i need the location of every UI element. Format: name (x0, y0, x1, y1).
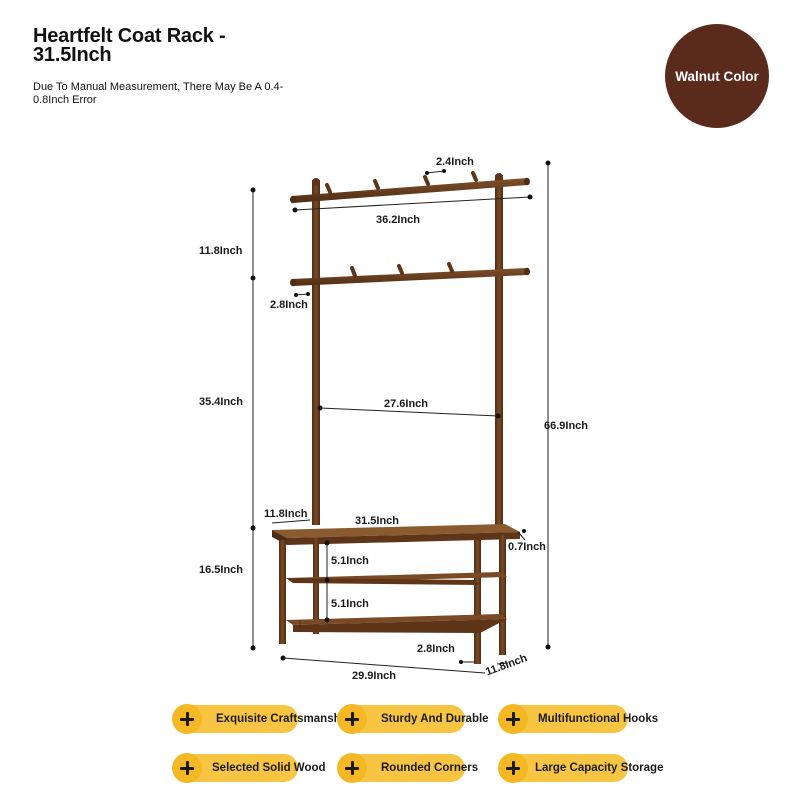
plus-icon (498, 753, 528, 783)
measurement-note: Due To Manual Measurement, There May Be … (33, 81, 284, 106)
feature-large-capacity-storage: Large Capacity Storage (498, 753, 663, 783)
middle-bar (290, 267, 530, 287)
middle-hooks (350, 262, 454, 278)
dim-middle-section-height: 35.4Inch (199, 396, 244, 408)
product-title: Heartfelt Coat Rack - 31.5Inch (33, 25, 226, 66)
feature-label: Selected Solid Wood (212, 762, 326, 774)
dim-shelf-gap-1: 5.1Inch (331, 555, 369, 567)
rack-posts (312, 173, 503, 525)
feature-label: Exquisite Craftsmanship (216, 713, 351, 725)
top-bar (290, 177, 530, 204)
color-badge-label: Walnut Color (675, 68, 759, 84)
dim-hook-spacing: 2.4Inch (436, 156, 474, 168)
dim-bench-height: 16.5Inch (199, 564, 244, 576)
color-badge: Walnut Color (665, 24, 769, 128)
dim-hook-length: 2.8Inch (270, 299, 308, 311)
dim-top-section-height: 11.8Inch (199, 245, 243, 257)
feature-label: Rounded Corners (381, 762, 479, 774)
plus-icon (172, 753, 202, 783)
dim-shelf-gap-2: 5.1Inch (331, 598, 369, 610)
dim-bench-thickness: 0.7Inch (508, 541, 546, 553)
top-hooks (325, 171, 478, 194)
plus-icon (337, 704, 367, 734)
feature-rounded-corners: Rounded Corners (337, 753, 478, 783)
bench (272, 524, 520, 664)
feature-sturdy-and-durable: Sturdy And Durable (337, 704, 489, 734)
dim-inner-width: 27.6Inch (384, 398, 429, 410)
plus-icon (337, 753, 367, 783)
feature-label: Multifunctional Hooks (538, 713, 659, 725)
dim-leg-height: 2.8Inch (417, 643, 455, 655)
dim-base-width: 29.9Inch (352, 670, 397, 682)
feature-multifunctional-hooks: Multifunctional Hooks (498, 704, 658, 734)
dimension-lines (250, 160, 551, 674)
feature-selected-solid-wood: Selected Solid Wood (172, 753, 326, 783)
dim-total-height: 66.9Inch (544, 420, 589, 432)
feature-label: Sturdy And Durable (381, 713, 489, 725)
dim-bench-depth: 11.8Inch (264, 508, 308, 520)
dim-bench-width: 31.5Inch (355, 515, 400, 527)
dim-top-bar-width: 36.2Inch (376, 214, 421, 226)
feature-exquisite-craftsmanship: Exquisite Craftsmanship (172, 704, 351, 734)
feature-label: Large Capacity Storage (535, 762, 664, 774)
plus-icon (498, 704, 528, 734)
plus-icon (172, 704, 202, 734)
